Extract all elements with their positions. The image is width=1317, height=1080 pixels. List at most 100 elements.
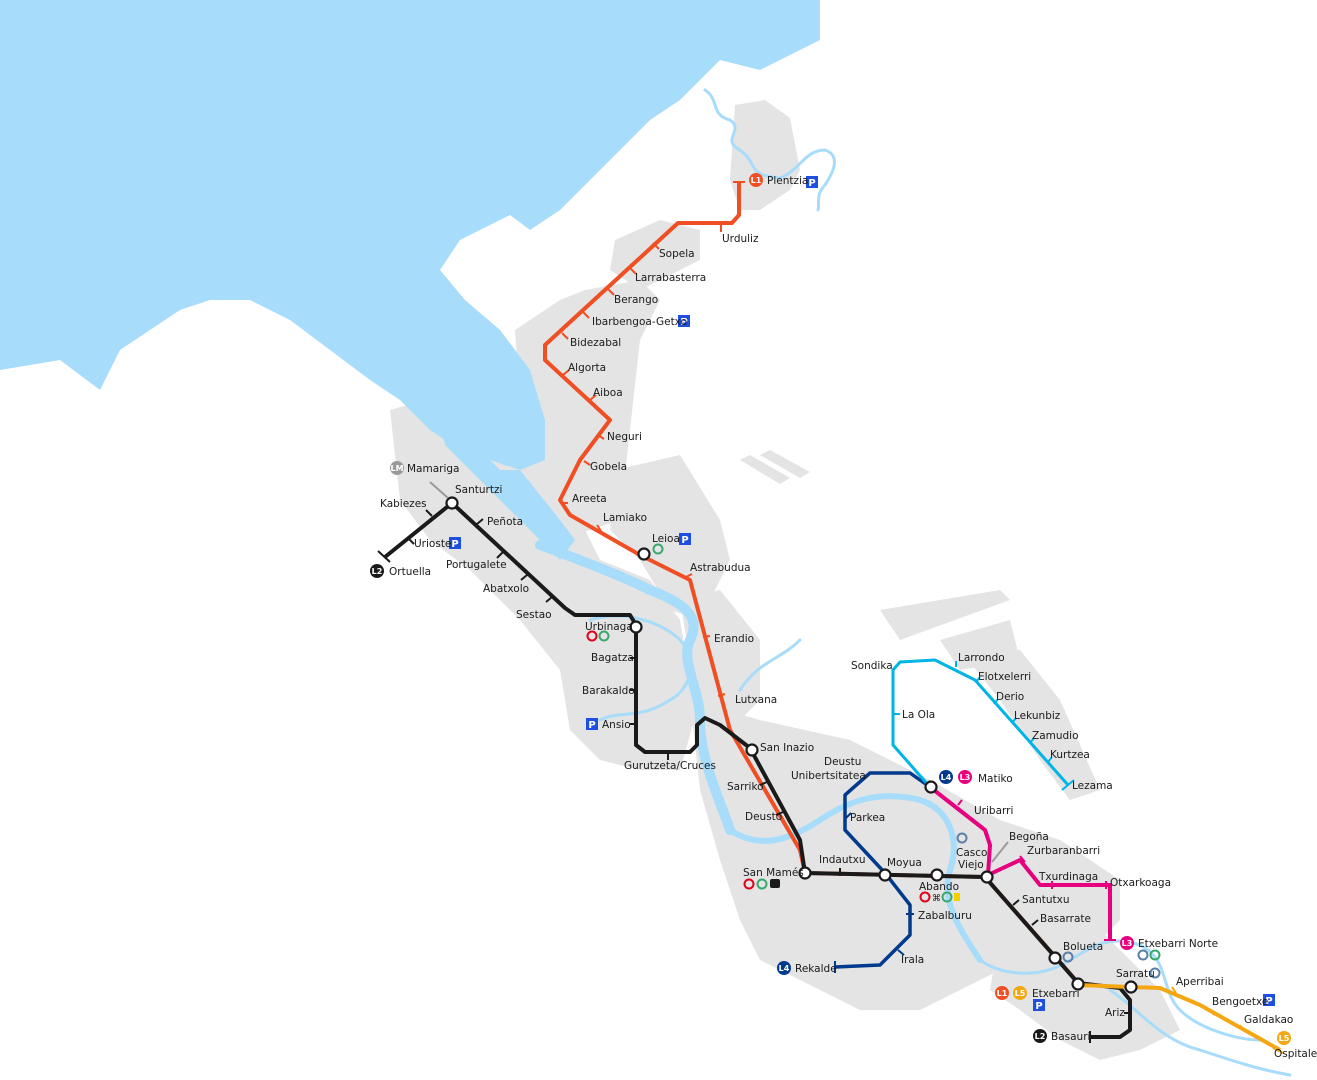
label-aiboa[interactable]: Aiboa [593,387,623,399]
label-abando[interactable]: Abando [919,881,959,893]
label-ansio[interactable]: Ansio [602,719,631,731]
label-galdakao[interactable]: Galdakao [1244,1014,1293,1026]
label-zurbaranbarri[interactable]: Zurbaranbarri [1027,845,1100,857]
label-barakaldo[interactable]: Barakaldo [582,685,635,697]
tram-icon [954,893,960,901]
label-san-mames[interactable]: San Mamés [743,867,804,879]
label-deustu-1[interactable]: Deustu [824,756,861,768]
label-basauri[interactable]: Basauri [1051,1031,1090,1043]
label-berango[interactable]: Berango [614,294,658,306]
label-urbinaga[interactable]: Urbinaga [585,621,633,633]
label-bidezabal[interactable]: Bidezabal [570,337,621,349]
station-casco-viejo-node[interactable] [980,870,994,884]
station-abando-node[interactable] [930,868,944,882]
label-plentzia[interactable]: Plentzia [767,175,808,187]
label-neguri[interactable]: Neguri [607,431,642,443]
service-icons: ⌘ [429,481,1161,979]
label-lezama[interactable]: Lezama [1072,780,1113,792]
label-parkea[interactable]: Parkea [850,812,885,824]
label-etxebarri-norte[interactable]: Etxebarri Norte [1138,938,1218,950]
station-etxebarri-node[interactable] [1071,977,1085,991]
label-lutxana[interactable]: Lutxana [735,694,777,706]
label-casco-viejo-1[interactable]: Casco [956,847,987,859]
label-santutxu[interactable]: Santutxu [1022,894,1070,906]
label-bolueta[interactable]: Bolueta [1063,941,1103,953]
label-etxebarri[interactable]: Etxebarri [1032,988,1080,1000]
label-algorta[interactable]: Algorta [568,362,606,374]
label-penota[interactable]: Peñota [487,516,523,528]
station-bolueta-node[interactable] [1048,951,1062,965]
badge-etxebarri-l1: L1 [995,986,1009,1000]
label-abatxolo[interactable]: Abatxolo [483,583,529,595]
label-matiko[interactable]: Matiko [978,773,1013,785]
tick [975,676,981,683]
label-aperribai[interactable]: Aperribai [1176,976,1224,988]
label-rekalde[interactable]: Rekalde [795,963,837,975]
label-uribarri[interactable]: Uribarri [974,805,1013,817]
label-zabalburu[interactable]: Zabalburu [918,910,972,922]
tick [775,811,784,816]
label-gurutzeta[interactable]: Gurutzeta/Cruces [624,760,716,772]
label-urduliz[interactable]: Urduliz [722,233,759,245]
label-indautxu[interactable]: Indautxu [819,854,866,866]
label-portugalete[interactable]: Portugalete [446,559,507,571]
label-areeta[interactable]: Areeta [572,493,607,505]
label-txurdinaga[interactable]: Txurdinaga [1038,871,1098,883]
station-santurtzi-node[interactable] [445,496,459,510]
label-bagatza[interactable]: Bagatza [591,652,634,664]
label-moyua[interactable]: Moyua [887,857,922,869]
svg-text:P: P [1035,1001,1042,1012]
label-kabiezes[interactable]: Kabiezes [380,498,427,510]
label-sopela[interactable]: Sopela [659,248,695,260]
label-sestao[interactable]: Sestao [516,609,552,621]
label-santurtzi[interactable]: Santurtzi [455,484,502,496]
label-sarratu[interactable]: Sarratu [1116,968,1155,980]
label-basarrate[interactable]: Basarrate [1040,913,1091,925]
tick [1012,899,1020,906]
label-larrondo[interactable]: Larrondo [958,652,1005,664]
label-la-ola[interactable]: La Ola [902,709,935,721]
label-lekunbiz[interactable]: Lekunbiz [1014,710,1061,722]
station-leioa-node[interactable] [637,547,651,561]
station-matiko-node[interactable] [924,780,938,794]
label-astrabudua[interactable]: Astrabudua [690,562,751,574]
label-larrabasterra[interactable]: Larrabasterra [635,272,706,284]
label-san-inazio[interactable]: San Inazio [760,742,814,754]
label-irala[interactable]: Irala [901,954,924,966]
svg-text:P: P [808,178,815,189]
land-airport-1 [880,590,1010,640]
label-deustu-2[interactable]: Unibertsitatea [791,770,866,782]
station-urbinaga-node[interactable] [629,620,643,634]
label-sarriko[interactable]: Sarriko [727,781,764,793]
label-ospitalea[interactable]: Ospitalea [1274,1048,1317,1060]
label-otxarkoaga[interactable]: Otxarkoaga [1110,877,1171,889]
label-derio[interactable]: Derio [996,691,1024,703]
label-gobela[interactable]: Gobela [590,461,627,473]
station-san-mames-node[interactable] [798,866,812,880]
station-sarratu-node[interactable] [1124,980,1138,994]
river-nervion [535,540,735,835]
tick [897,949,905,956]
station-moyua-node[interactable] [878,868,892,882]
label-zamudio[interactable]: Zamudio [1032,730,1079,742]
label-elotxelerri[interactable]: Elotxelerri [978,671,1031,683]
label-ibarbengoa[interactable]: Ibarbengoa-Getxo [592,316,687,328]
label-deusto[interactable]: Deusto [745,811,782,823]
label-ortuella[interactable]: Ortuella [389,566,431,578]
label-kurtzea[interactable]: Kurtzea [1050,749,1090,761]
label-begona[interactable]: Begoña [1009,831,1049,843]
label-lamiako[interactable]: Lamiako [603,512,647,524]
label-casco-viejo-2[interactable]: Viejo [958,859,984,871]
label-sondika[interactable]: Sondika [851,660,893,672]
label-leioa[interactable]: Leioa [652,533,680,545]
station-san-inazio-node[interactable] [745,743,759,757]
land-areas [390,100,1180,1060]
label-bengoetxe[interactable]: Bengoetxe [1212,996,1268,1008]
label-ariz[interactable]: Ariz [1105,1007,1125,1019]
badge-ospitalea-l5: L5 [1277,1031,1291,1045]
badge-text: L5 [1015,989,1026,998]
label-urioste[interactable]: Urioste [414,538,451,550]
tick [702,635,711,638]
label-mamariga[interactable]: Mamariga [407,463,460,475]
label-erandio[interactable]: Erandio [714,633,754,645]
